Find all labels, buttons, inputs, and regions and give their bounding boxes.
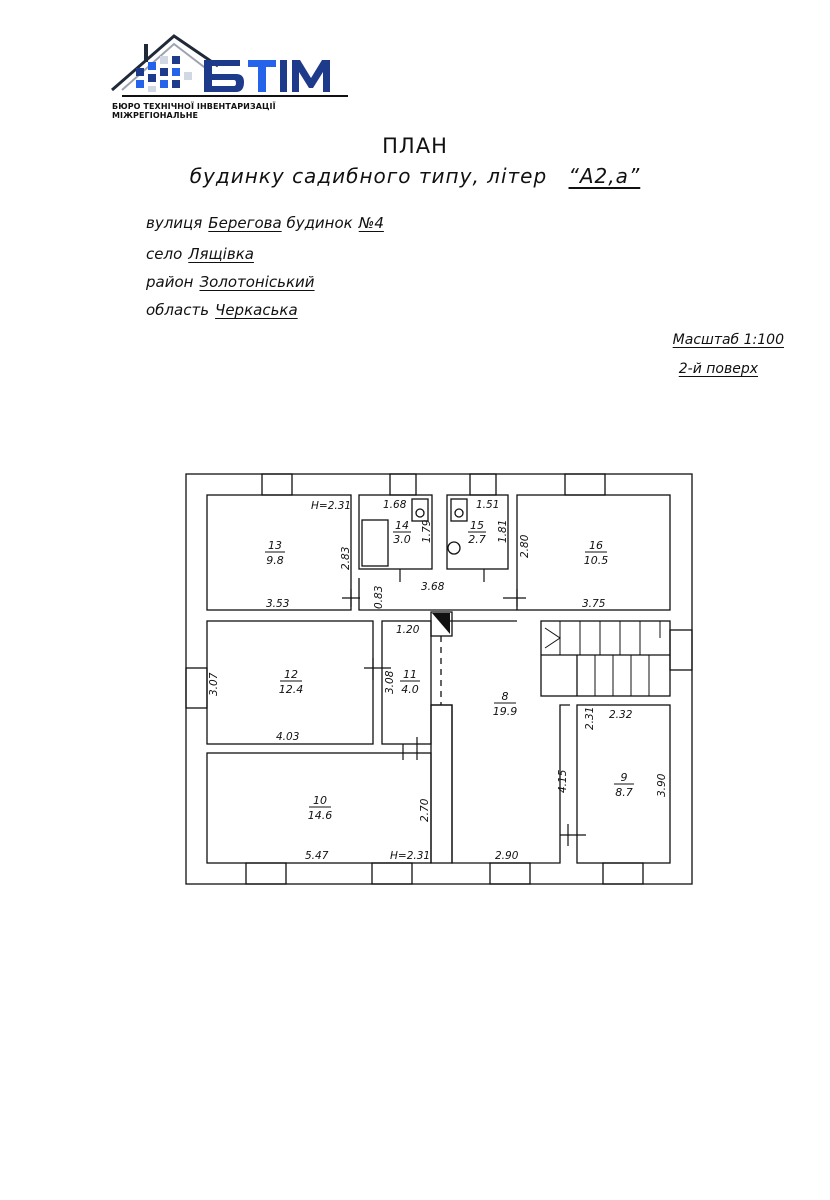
dim-height-top: H=2.31 [311,500,351,512]
house-value: №4 [358,214,384,232]
subtitle-prefix: будинку садибного типу, літер [189,164,548,188]
address-village-row: село Лящівка [146,245,254,263]
room-12-number: 12 [284,668,298,681]
street-label: вулиця [146,214,203,232]
address-district-row: район Золотоніський [146,273,315,291]
room-15-number: 15 [470,519,484,532]
dim-3-90: 3.90 [656,773,668,797]
floor-label: 2-й поверх [678,361,758,377]
dim-1-20: 1.20 [396,624,420,636]
dim-2-83: 2.83 [340,547,352,570]
room-10-area: 14.6 [308,809,333,822]
room-9-area: 8.7 [615,786,633,799]
room-15-area: 2.7 [468,533,486,546]
room-13-number: 13 [268,539,282,552]
dim-0-83: 0.83 [373,586,385,609]
subtitle-letter: “А2,а” [568,164,641,188]
district-label: район [146,273,194,291]
room-9-number: 9 [621,771,628,784]
region-label: область [146,301,210,319]
dim-4-03: 4.03 [276,731,299,743]
address-region-row: область Черкаська [146,301,298,319]
room-10-number: 10 [313,794,327,807]
street-value: Берегова [208,214,282,232]
dim-3-08: 3.08 [384,670,396,694]
dim-4-15: 4.15 [557,769,569,793]
dim-3-68: 3.68 [421,581,445,593]
dim-2-80: 2.80 [519,534,531,558]
dim-2-70: 2.70 [419,798,431,822]
address-street-row: вулиця Берегова будинок №4 [146,214,384,232]
room-12-area: 12.4 [279,683,304,696]
dim-3-75: 3.75 [582,598,606,610]
room-8-number: 8 [502,690,509,703]
dim-2-31-room9: 2.31 [584,707,596,730]
room-14-number: 14 [395,519,409,532]
room-8-area: 19.9 [493,705,518,718]
room-13-area: 9.8 [266,554,284,567]
village-label: село [146,245,183,263]
dim-1-68: 1.68 [383,499,407,511]
scale-label: Масштаб 1:100 [672,332,784,348]
dim-2-90: 2.90 [495,850,519,862]
logo-graphic [111,34,348,97]
room-11-number: 11 [403,668,417,681]
plan-title: ПЛАН [382,134,448,158]
dim-5-47: 5.47 [305,850,329,862]
dim-1-79: 1.79 [421,519,433,543]
logo-subtitle: БЮРО ТЕХНІЧНОЇ ІНВЕНТАРИЗАЦІЇ МІЖРЕГІОНА… [112,102,276,120]
dim-3-53: 3.53 [266,598,289,610]
company-logo: БЮРО ТЕХНІЧНОЇ ІНВЕНТАРИЗАЦІЇ МІЖРЕГІОНА… [108,26,358,120]
plan-subtitle: будинку садибного типу, літер “А2,а” [0,164,830,188]
house-label: будинок [286,214,353,232]
room-16-area: 10.5 [584,554,609,567]
village-value: Лящівка [188,245,254,263]
room-14-area: 3.0 [393,533,411,546]
room-11-area: 4.0 [401,683,419,696]
dim-1-81: 1.81 [497,520,509,543]
district-value: Золотоніський [199,273,315,291]
dim-1-51: 1.51 [476,499,499,511]
room-16-number: 16 [589,539,603,552]
region-value: Черкаська [215,301,298,319]
dim-height-bottom: H=2.31 [390,850,430,862]
dim-2-32: 2.32 [609,709,633,721]
dim-3-07: 3.07 [208,672,220,696]
